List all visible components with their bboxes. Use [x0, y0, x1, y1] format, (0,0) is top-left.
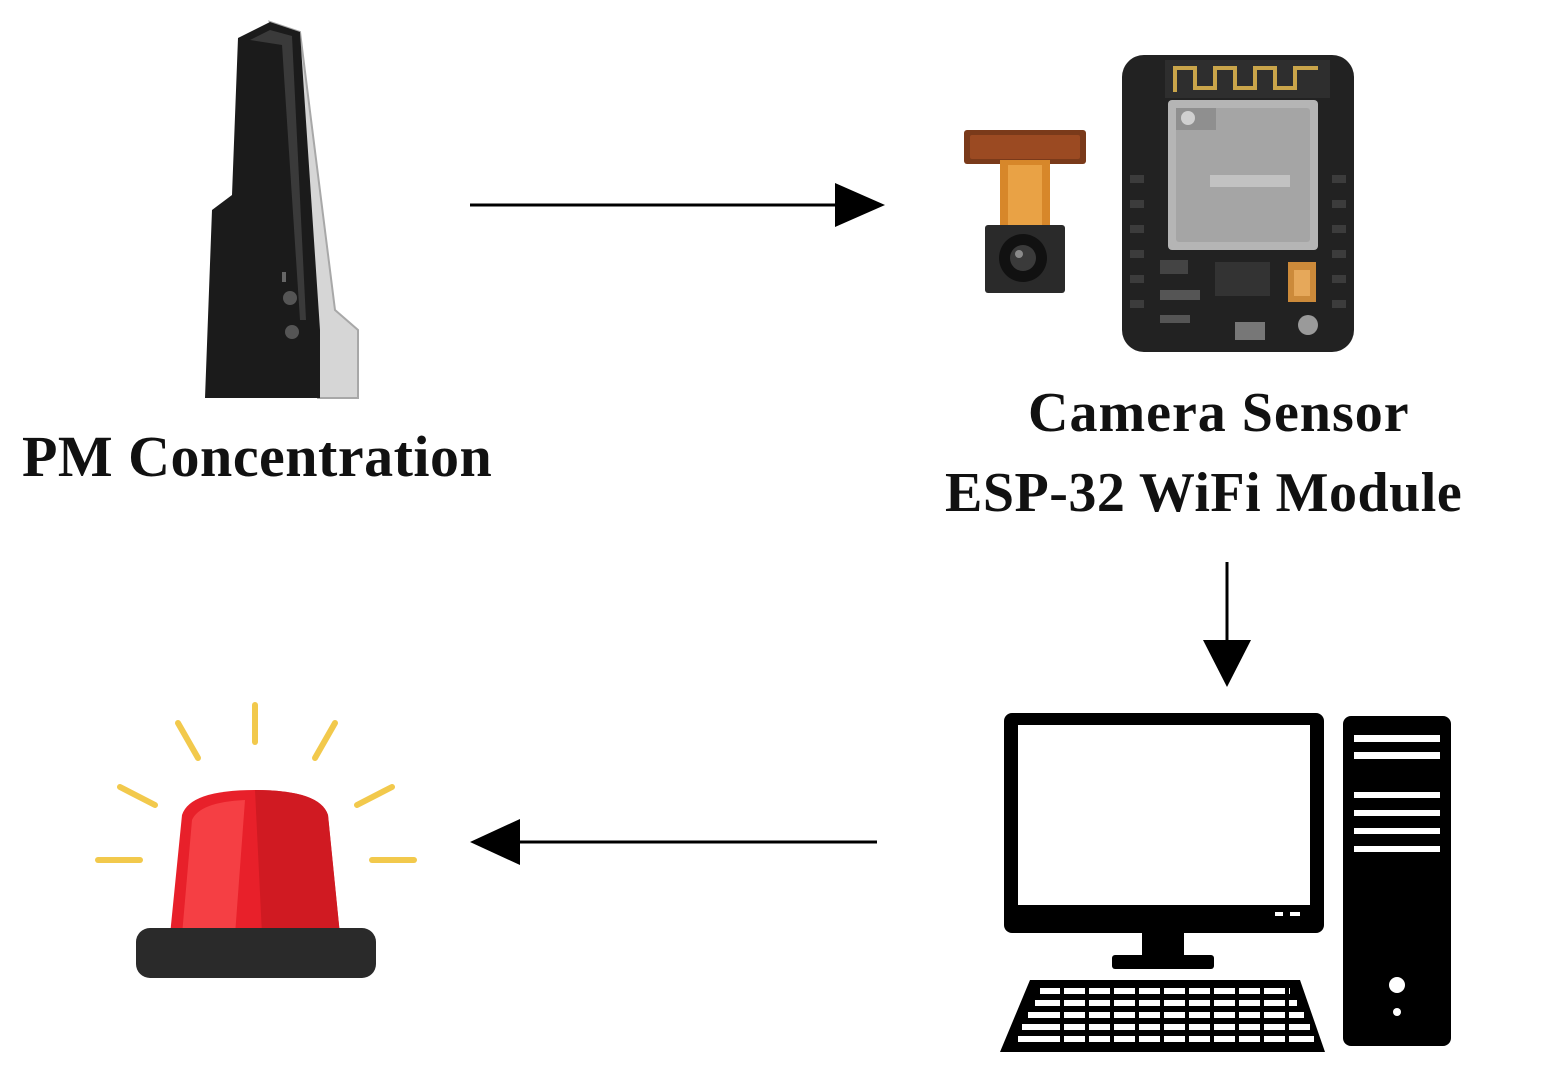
arrow-camera-to-computer — [1203, 562, 1251, 687]
camera-sensor-icon — [964, 130, 1086, 293]
arrow-pm-to-camera — [470, 183, 885, 227]
camera-sensor-label: Camera Sensor — [1028, 382, 1410, 444]
esp32-board-icon — [1122, 55, 1354, 352]
arrow-computer-to-alarm — [470, 819, 877, 865]
alarm-siren-icon — [95, 702, 417, 978]
pm-concentration-label: PM Concentration — [22, 424, 493, 489]
pm-sensor-icon — [205, 20, 359, 399]
desktop-computer-icon — [1000, 713, 1451, 1052]
esp32-wifi-module-label: ESP-32 WiFi Module — [945, 462, 1463, 524]
